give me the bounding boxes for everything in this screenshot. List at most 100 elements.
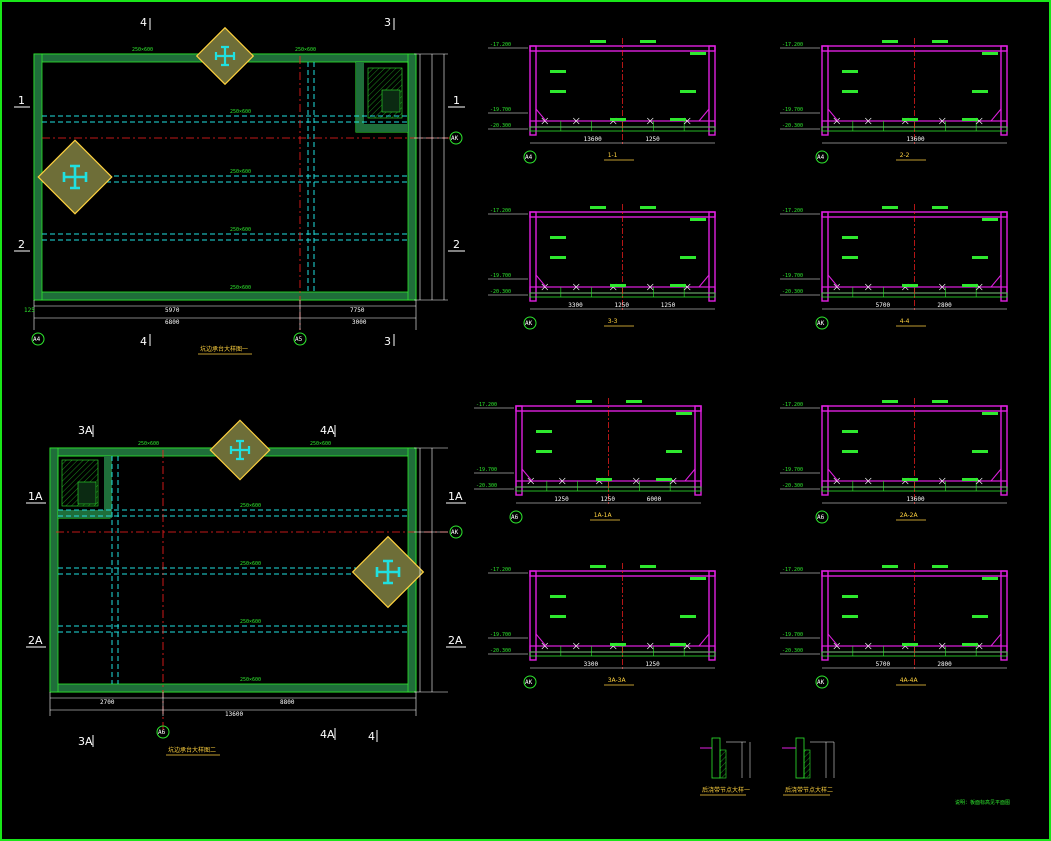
section-label: 2-2	[900, 152, 910, 159]
dim-text: 1250	[645, 136, 660, 143]
section-label: 4-4	[900, 318, 910, 325]
beam-label: 250×600	[240, 677, 261, 683]
section-bubble: AK	[817, 320, 825, 327]
axis-bubble-a5: A5	[295, 336, 303, 343]
dim-text: 13600	[584, 136, 602, 143]
elevation-top: -17.200	[782, 567, 803, 573]
dim-text: 2800	[937, 661, 952, 668]
dim-text: 13600	[907, 496, 925, 503]
elevation-top: -17.200	[490, 42, 511, 48]
elevation-top: -17.200	[782, 402, 803, 408]
beam-label: 250×600	[138, 441, 159, 447]
axis-label-bottom-3: 3	[384, 335, 391, 348]
elevation-mid: -19.700	[476, 467, 497, 473]
axis-label-right-2a: 2A	[448, 634, 463, 647]
axis-label-left-1a: 1A	[28, 490, 43, 503]
dim-text: 1250	[615, 302, 630, 309]
plan-title: 坑边承台大样图二	[168, 746, 216, 754]
plan-2: 3A 4A 1A 2A 1A 2A 3A 4A 4	[26, 419, 466, 756]
dim-text: 7750	[350, 307, 365, 314]
axis-bubble-a6: A6	[158, 729, 166, 736]
dim-text: 2800	[937, 302, 952, 309]
section-bubble: A6	[511, 514, 519, 521]
dim-text: 13600	[225, 711, 243, 718]
beam-label: 250×600	[240, 561, 261, 567]
section-bubble: A4	[525, 154, 533, 161]
elevation-mid: -19.700	[782, 273, 803, 279]
drawing-note: 说明：板面标高见平面图	[955, 799, 1010, 806]
elevation-top: -17.200	[490, 208, 511, 214]
axis-label-top-4a: 4A	[320, 424, 335, 437]
dim-text: 2700	[100, 699, 115, 706]
axis-label-left-2a: 2A	[28, 634, 43, 647]
dim-text: 3000	[352, 319, 367, 326]
plan-1: 4 3 1 2 1 2 4 3	[14, 16, 465, 355]
axis-label-top-3: 3	[384, 16, 391, 29]
plan-title: 坑边承台大样图一	[200, 345, 248, 353]
beam-label: 250×600	[230, 109, 251, 115]
dim-text: 6000	[647, 496, 662, 503]
axis-label-left-2: 2	[18, 238, 25, 251]
axis-label-bottom-4: 4	[368, 730, 375, 743]
detail-1: 后浇带节点大样一	[700, 737, 751, 796]
elevation-mid: -19.700	[782, 632, 803, 638]
section-label: 3A-3A	[608, 677, 627, 684]
beam-label: 250×600	[132, 47, 153, 53]
section-bubble: A6	[817, 514, 825, 521]
section-bubble: AK	[525, 679, 533, 686]
elevation-top: -17.200	[782, 42, 803, 48]
detail-title: 后浇带节点大样二	[785, 786, 833, 794]
section-bubble: AK	[817, 679, 825, 686]
axis-label-bottom-4a: 4A	[320, 728, 335, 741]
section-label: 1A-1A	[594, 512, 613, 519]
axis-label-bottom-4: 4	[140, 335, 147, 348]
axis-label-right-1: 1	[453, 94, 460, 107]
dim-text: 5700	[876, 302, 891, 309]
axis-bubble-ak: AK	[451, 135, 459, 142]
elevation-bottom: -20.300	[476, 483, 497, 489]
dim-text: 1250	[554, 496, 569, 503]
elevation-mid: -19.700	[490, 632, 511, 638]
beam-label: 250×600	[240, 619, 261, 625]
dim-text: 125	[24, 307, 35, 314]
elevation-mid: -19.700	[782, 107, 803, 113]
dim-text: 3300	[568, 302, 583, 309]
elevation-top: -17.200	[782, 208, 803, 214]
dim-text: 1250	[601, 496, 616, 503]
pile-cap-diamond	[209, 419, 271, 481]
section-bubble: AK	[525, 320, 533, 327]
axis-label-bottom-3a: 3A	[78, 735, 93, 748]
beam-label: 250×600	[240, 503, 261, 509]
dim-text: 13600	[907, 136, 925, 143]
elevation-bottom: -20.300	[782, 289, 803, 295]
beam-label: 250×600	[230, 169, 251, 175]
elevation-mid: -19.700	[782, 467, 803, 473]
axis-bubble-a4: A4	[33, 336, 41, 343]
dim-text: 6800	[165, 319, 180, 326]
pile-cap-diamond	[195, 26, 255, 86]
elevation-bottom: -20.300	[490, 648, 511, 654]
dim-text: 3300	[584, 661, 599, 668]
beam-label: 250×600	[310, 441, 331, 447]
beam-label: 250×600	[230, 285, 251, 291]
axis-label-right-2: 2	[453, 238, 460, 251]
beam-label: 250×600	[295, 47, 316, 53]
elevation-top: -17.200	[490, 567, 511, 573]
elevation-mid: -19.700	[490, 107, 511, 113]
pile-cap-diamond	[351, 535, 425, 609]
beam-label: 250×600	[230, 227, 251, 233]
elevation-bottom: -20.300	[490, 123, 511, 129]
detail-title: 后浇带节点大样一	[702, 786, 750, 794]
elevation-mid: -19.700	[490, 273, 511, 279]
elevation-bottom: -20.300	[782, 483, 803, 489]
axis-label-top-3a: 3A	[78, 424, 93, 437]
